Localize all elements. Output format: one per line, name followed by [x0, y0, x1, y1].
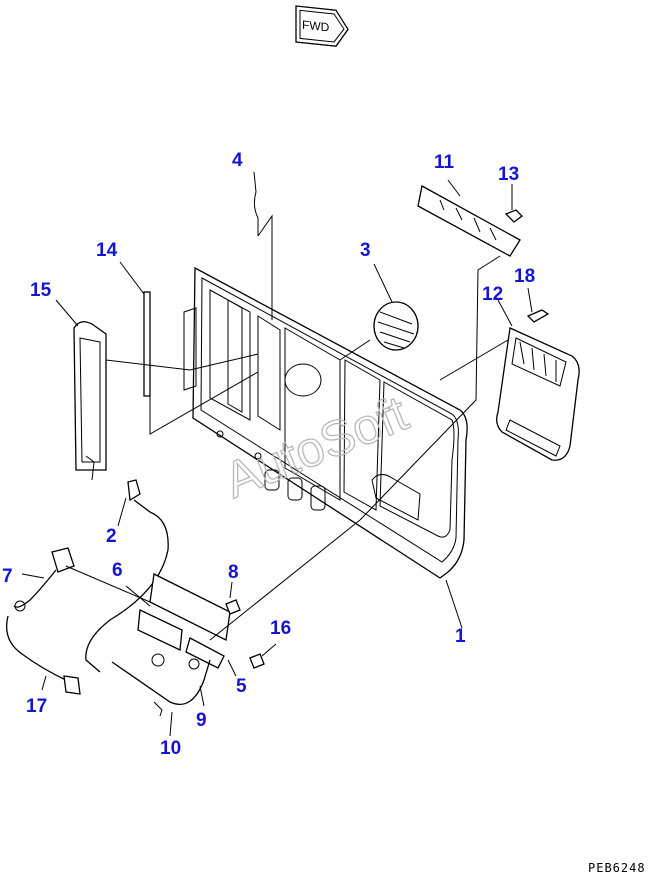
cable-end-part — [153, 701, 163, 717]
callout-8: 8 — [228, 562, 239, 583]
main-panel — [183, 266, 468, 579]
pin-part — [253, 191, 259, 236]
callout-17: 17 — [26, 696, 47, 717]
bracket-assembly-part — [137, 573, 231, 670]
callout-2: 2 — [106, 526, 117, 547]
callout-3: 3 — [360, 240, 371, 261]
bolt-part-8 — [225, 599, 241, 615]
watermark: AutoSoft — [216, 385, 415, 509]
callout-10: 10 — [160, 738, 181, 759]
lever-part — [85, 479, 169, 673]
drawing-code: PEB6248 — [588, 861, 646, 875]
bolt-part-16 — [249, 653, 265, 669]
callout-1: 1 — [455, 626, 466, 647]
grille-part — [496, 327, 580, 461]
callout-11: 11 — [434, 152, 455, 173]
callout-7: 7 — [2, 566, 13, 587]
bolt-part — [526, 309, 550, 323]
callout-15: 15 — [30, 280, 52, 301]
rod-part — [143, 291, 151, 397]
callout-18: 18 — [514, 266, 535, 287]
wiring-harness-part — [5, 547, 81, 695]
callout-9: 9 — [196, 710, 207, 731]
leader-lines — [21, 171, 533, 737]
callout-6: 6 — [112, 560, 123, 581]
callout-12: 12 — [482, 284, 503, 305]
callout-16: 16 — [270, 618, 291, 639]
callout-5: 5 — [236, 676, 247, 697]
callout-13: 13 — [498, 164, 519, 185]
filter-panel-part — [73, 321, 107, 471]
fwd-label: FWD — [302, 18, 330, 35]
callout-14: 14 — [96, 240, 118, 261]
callout-4: 4 — [232, 150, 243, 171]
clip-part — [504, 209, 523, 223]
plate-part — [417, 185, 521, 257]
cable-part — [111, 659, 211, 706]
fwd-arrow-badge: FWD — [295, 5, 349, 47]
round-vent-part — [373, 301, 419, 351]
